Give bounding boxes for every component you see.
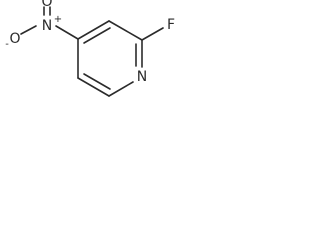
bond-c6-n1 (108, 81, 134, 97)
bond-c5-c6-inner (83, 73, 111, 90)
oxide-oxygen-charge: - (5, 39, 9, 50)
oxide-oxygen-atom-label: O (9, 31, 20, 47)
double-bonded-oxygen-atom-label: O (41, 0, 52, 10)
nitro-nitrogen-atom-label: N (42, 18, 52, 34)
bond-c2-f (141, 27, 164, 41)
bond-c4-nitro-n (55, 25, 79, 40)
bond-nitro-n-oxide (20, 25, 37, 35)
2-fluoro-4-nitropyridine-structure: F N N + O - O (5, 0, 175, 97)
bond-c2-c3 (108, 20, 143, 41)
bond-c5-c6-outer (77, 77, 110, 97)
bond-c3-c4-outer (77, 20, 110, 40)
bond-c3-c4-inner (83, 27, 111, 44)
nitro-nitrogen-charge: + (54, 14, 62, 25)
ring-nitrogen-atom-label: N (137, 69, 147, 85)
fluorine-atom-label: F (167, 17, 175, 33)
